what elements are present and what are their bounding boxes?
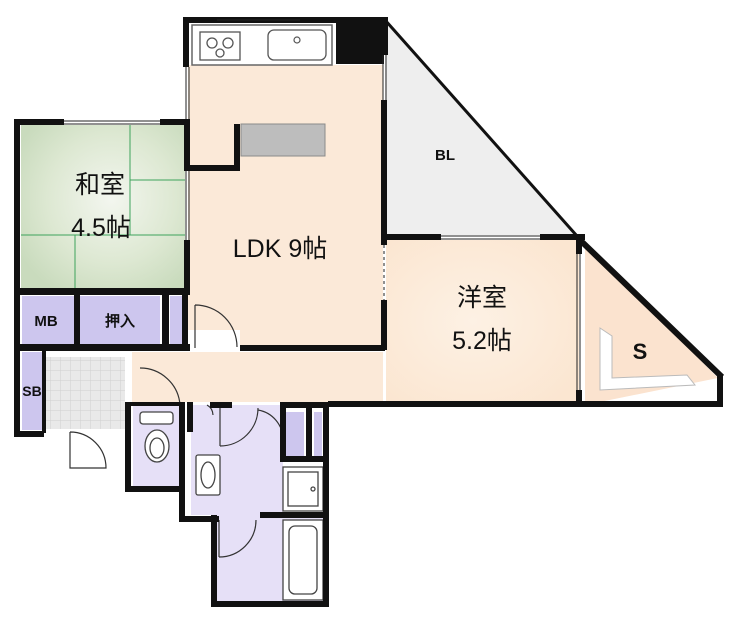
balcony-railing [383,19,579,237]
small-closet [170,296,182,344]
washitsu-name: 和室 [75,171,125,199]
refrigerator-space [336,20,384,64]
bathtub-icon [282,519,324,601]
corridor-floor [132,352,383,402]
storage-shelf [599,327,696,391]
youshitsu-floor [386,240,579,402]
corridor-closet-2 [314,412,322,456]
washitsu-size: 4.5帖 [71,214,131,242]
mb-label: MB [34,313,57,330]
storage-label: S [633,339,648,364]
washbasin-icon [195,454,221,496]
washing-machine-pan-icon [282,466,324,512]
oshiire-label: 押入 [105,312,135,330]
kitchen-sink-icon [267,29,327,61]
toilet-icon [139,411,174,463]
corridor-closet [286,412,304,456]
youshitsu-size: 5.2帖 [452,327,512,355]
storage-floor [585,244,718,405]
youshitsu-name: 洋室 [457,284,507,312]
ldk-label: LDK 9帖 [233,235,327,263]
oshiire-closet [80,296,160,344]
kitchen-counter [191,24,333,66]
sb-label: SB [22,383,41,399]
kitchen-island [240,123,326,157]
storage-diagonal-wall [577,237,725,380]
washitsu-floor [21,125,185,290]
bl-label: BL [435,147,455,164]
ldk-floor [188,65,383,347]
kitchen-stove-icon [199,31,241,61]
entrance-floor [45,357,125,429]
tatami-lines [21,125,185,290]
sb-closet [22,352,42,430]
mb-closet [22,296,74,344]
window-lines [64,19,581,390]
